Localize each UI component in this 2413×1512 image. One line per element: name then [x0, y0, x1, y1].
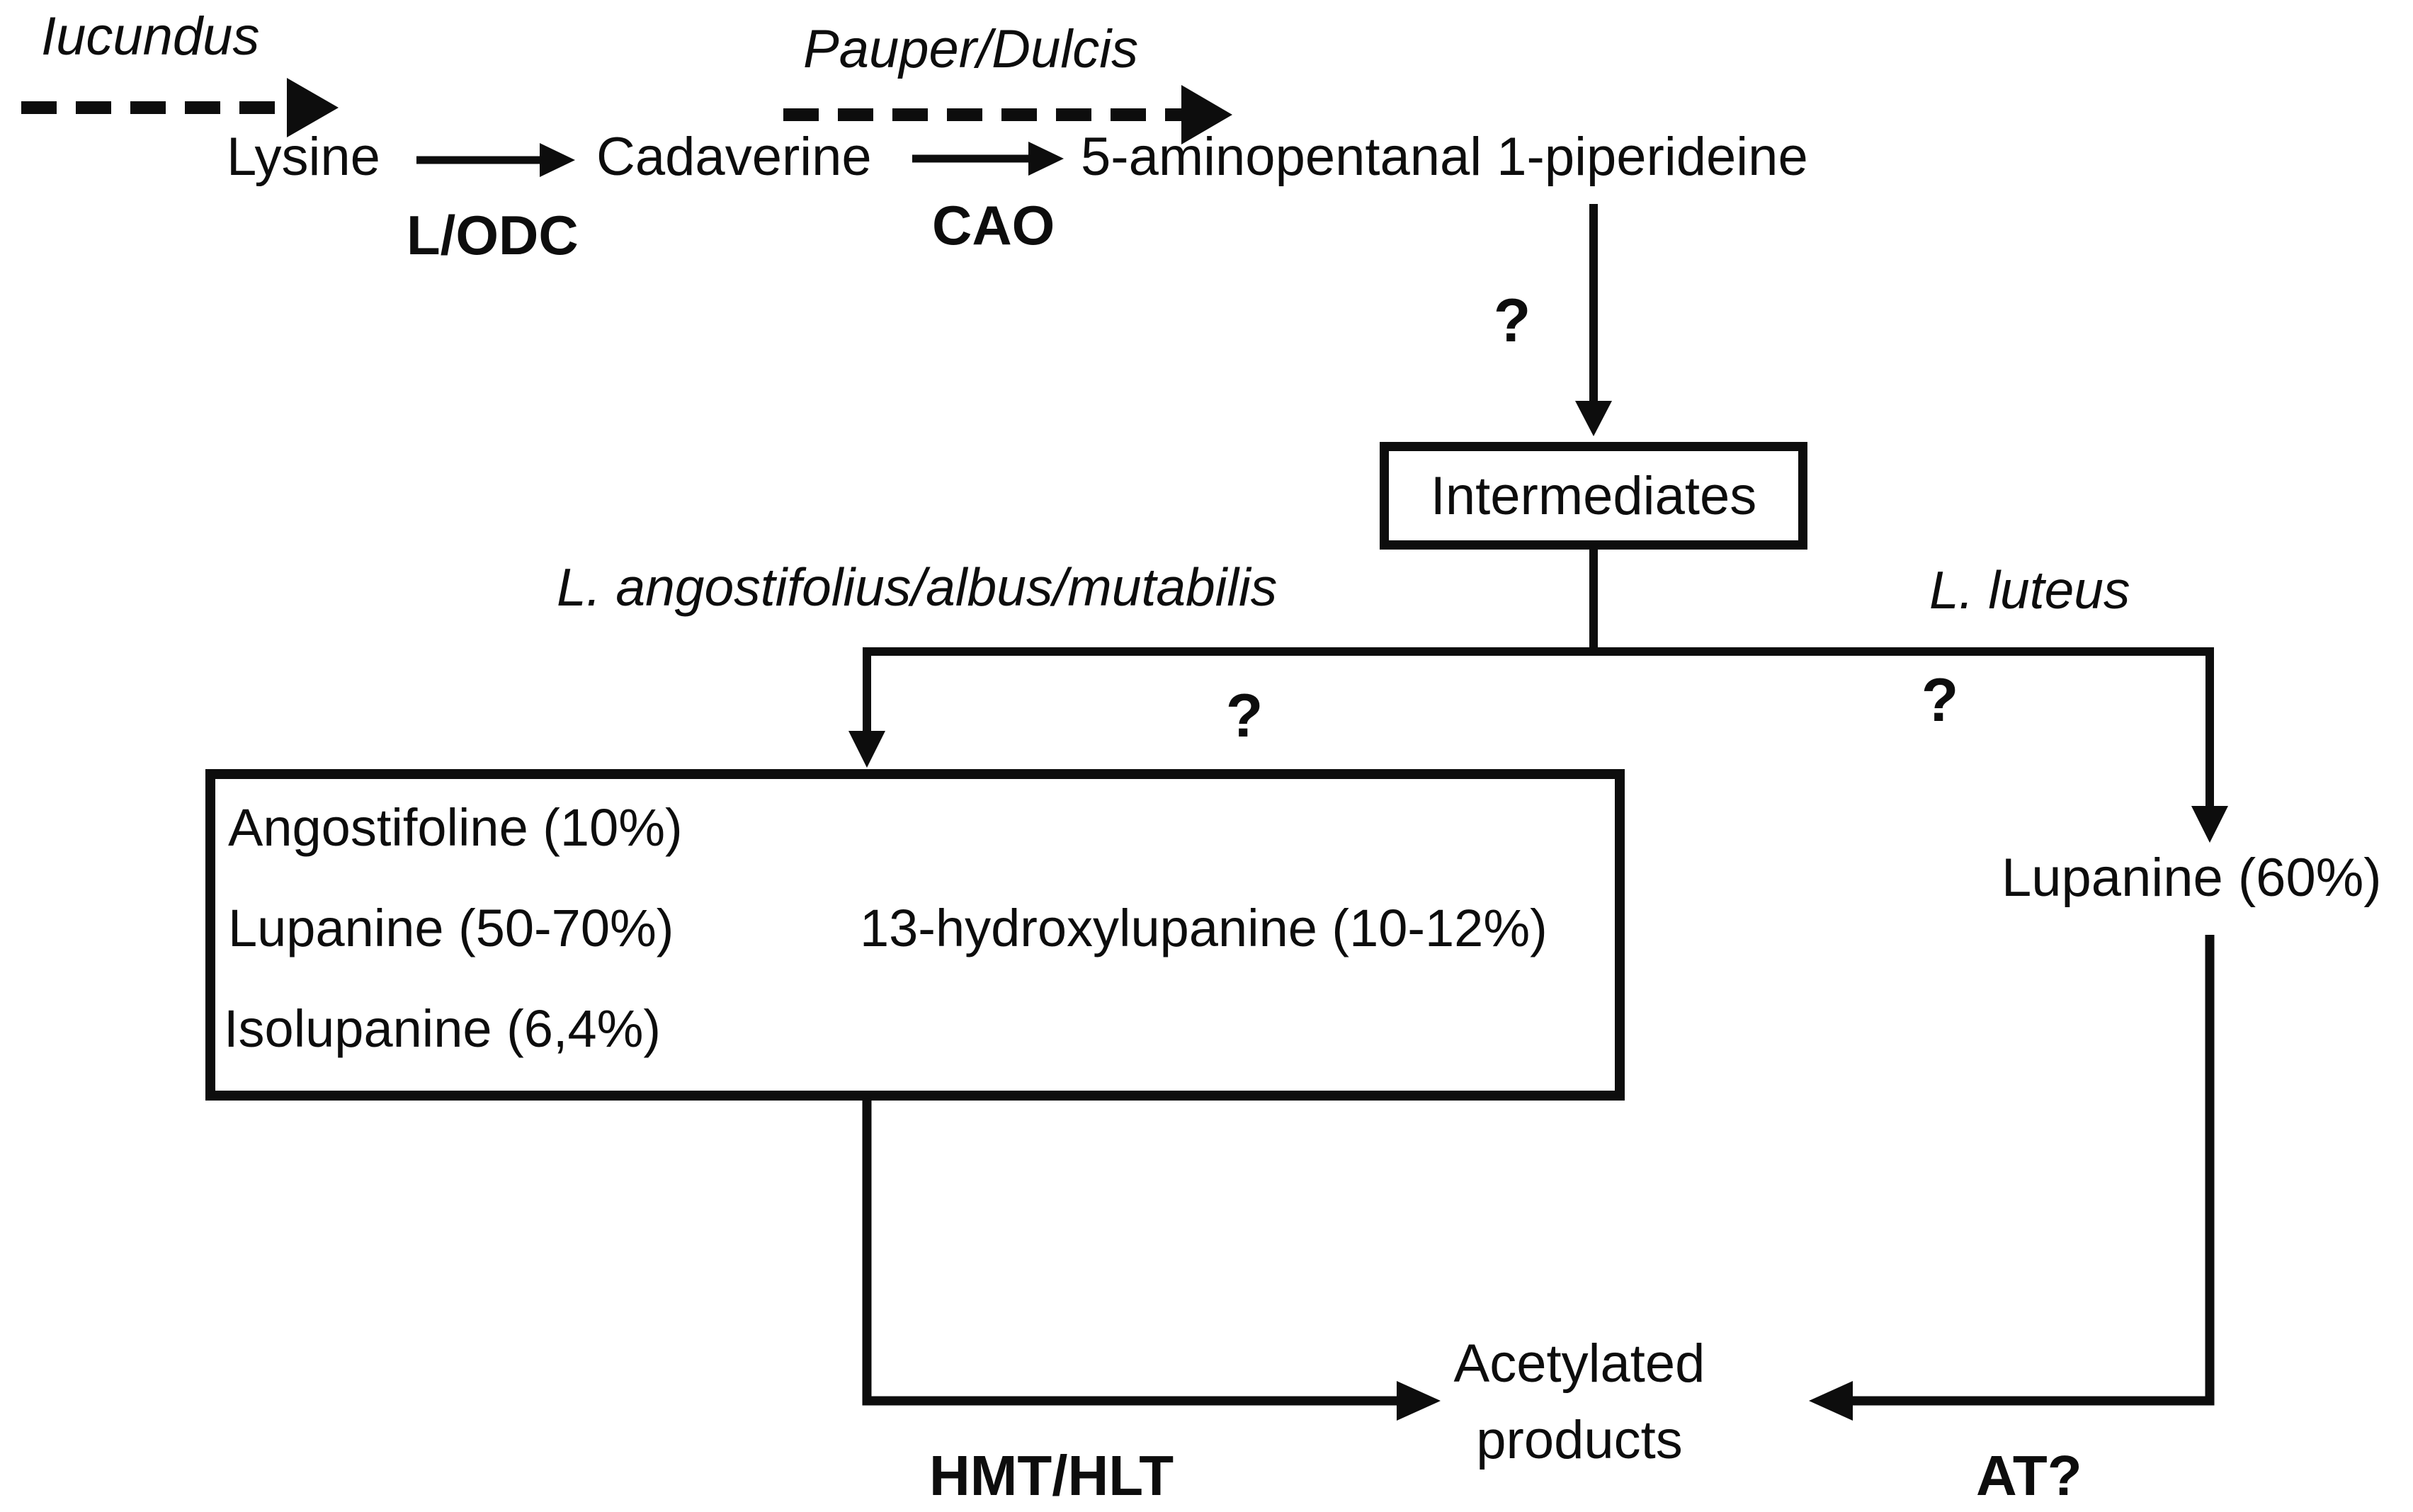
- alkaloid-box-to-acetylated-line: [862, 1101, 1397, 1406]
- right-branch-arrowhead-icon: [2191, 806, 2228, 843]
- cadaverine-to-aminopentanal-arrowhead-icon: [1028, 142, 1064, 176]
- enzyme-cao: CAO: [932, 194, 1055, 256]
- question-mark-center: ?: [1493, 287, 1531, 355]
- question-mark-left-branch: ?: [1225, 682, 1264, 750]
- lysine-to-cadaverine-arrowhead-icon: [540, 143, 575, 177]
- intermediates-label: Intermediates: [1430, 465, 1757, 526]
- question-mark-right-branch: ?: [1921, 666, 1959, 734]
- metabolite-cadaverine: Cadaverine: [596, 127, 872, 187]
- gene-label-pauper-dulcis: Pauper/Dulcis: [803, 19, 1139, 79]
- iucundus-dashed-arrowhead-icon: [287, 78, 339, 137]
- alkaloid-box-to-acetylated-arrowhead-icon: [1397, 1381, 1441, 1421]
- alkaloid-lupanine: Lupanine (50-70%): [228, 899, 674, 957]
- gene-label-iucundus: Iucundus: [41, 6, 260, 67]
- left-branch-arrowhead-icon: [848, 731, 885, 768]
- lupanine60-to-acetylated-line: [1853, 935, 2215, 1406]
- species-label-left: L. angostifolius/albus/mutabilis: [557, 557, 1278, 617]
- alkaloid-composition-box: [205, 769, 1625, 1101]
- metabolite-lysine: Lysine: [227, 127, 380, 187]
- alkaloid-hydroxylupanine: 13-hydroxylupanine (10-12%): [860, 899, 1548, 957]
- metabolite-acetylated-products: Acetylated products: [1453, 1334, 1705, 1470]
- species-label-right: L. luteus: [1929, 560, 2130, 620]
- metabolite-aminopentanal-piperideine: 5-aminopentanal 1-piperideine: [1081, 127, 1808, 187]
- alkaloid-angostifoline: Angostifoline (10%): [228, 798, 683, 857]
- enzyme-hmt-hlt: HMT/HLT: [929, 1444, 1174, 1507]
- pauper-dulcis-dashed-arrowhead-icon: [1181, 85, 1232, 144]
- species-branch-line: [863, 647, 2214, 806]
- alkaloid-isolupanine: Isolupanine (6,4%): [224, 999, 662, 1058]
- enzyme-lodc: L/ODC: [407, 204, 579, 266]
- enzyme-at: AT?: [1976, 1444, 2082, 1507]
- lupanine60-to-acetylated-arrowhead-icon: [1809, 1381, 1853, 1421]
- metabolite-lupanine-60: Lupanine (60%): [2002, 848, 2382, 908]
- aminopentanal-to-intermediates-arrowhead-icon: [1575, 401, 1612, 436]
- intermediates-box: Intermediates: [1380, 442, 1807, 550]
